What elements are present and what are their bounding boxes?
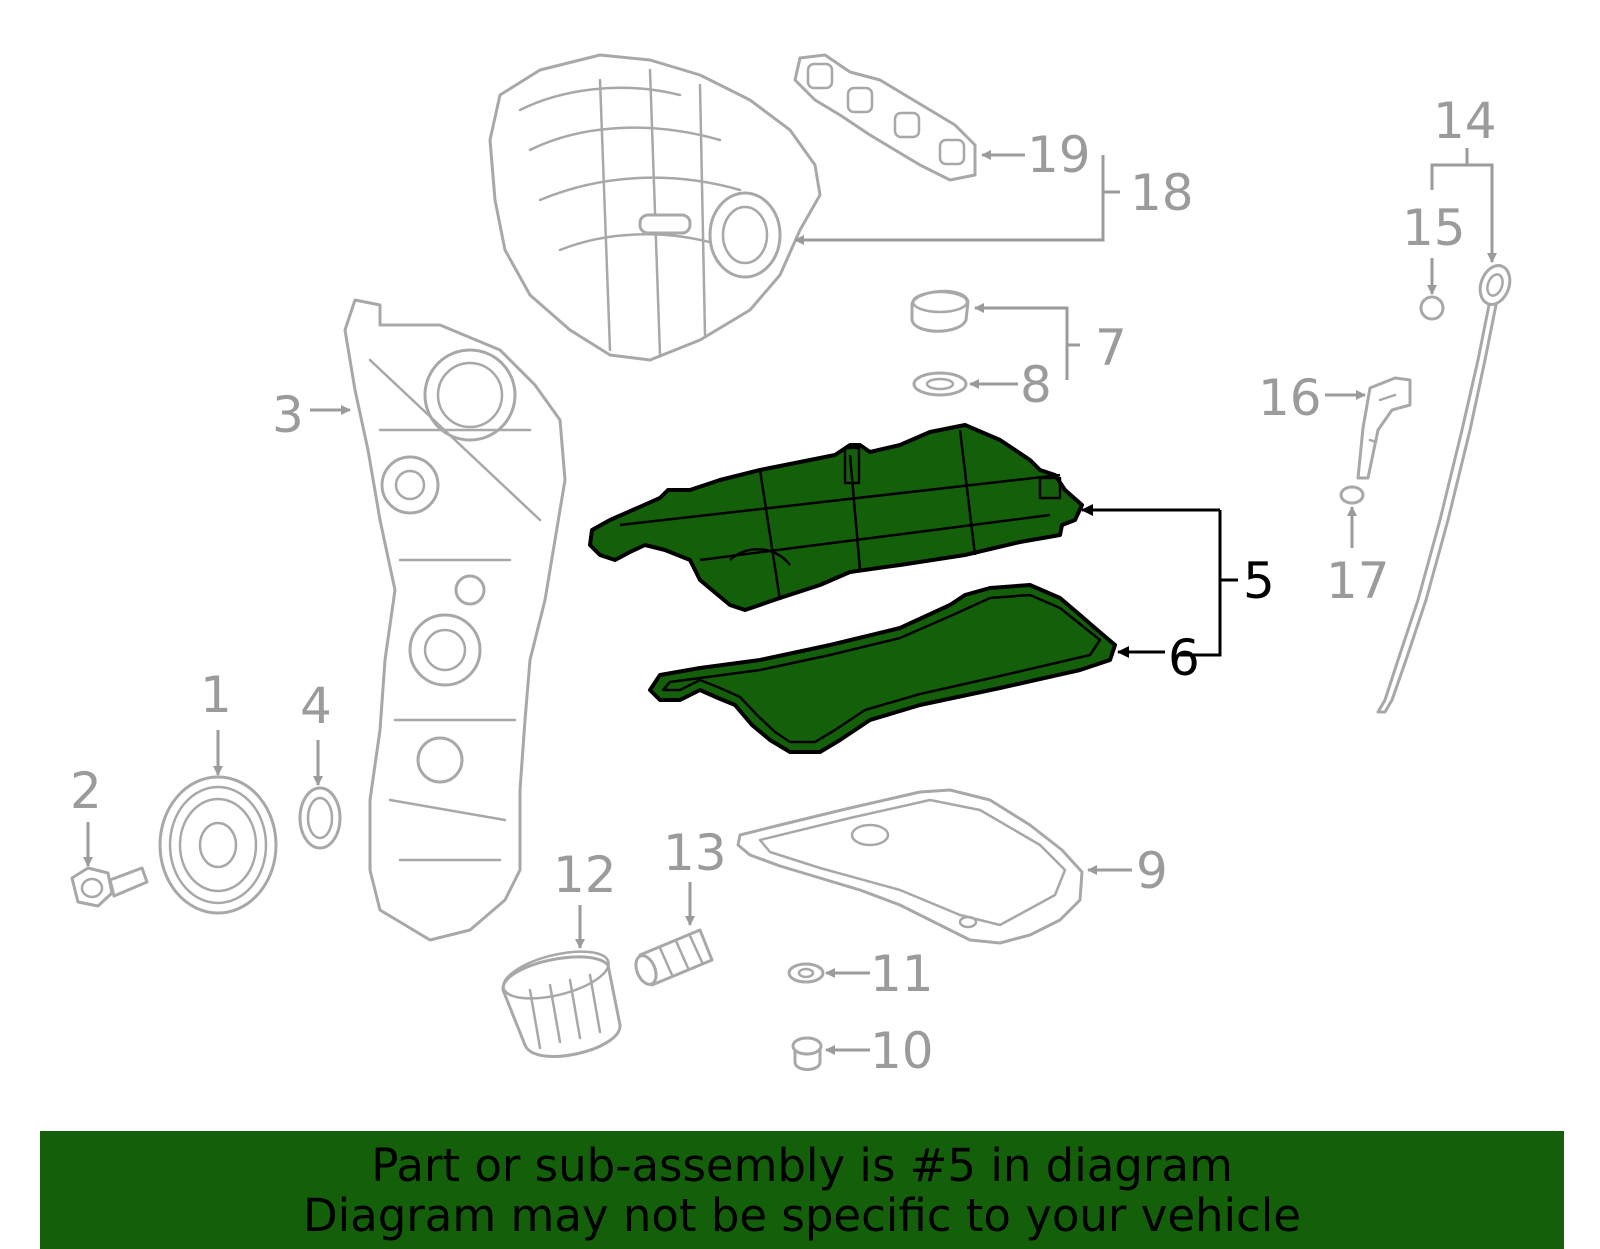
callout-4: 4 xyxy=(300,677,332,735)
callout-11: 11 xyxy=(870,945,934,1003)
oil-filler-cap-part-7 xyxy=(910,289,970,333)
drain-plug-part-10 xyxy=(791,1036,823,1071)
valve-cover-part-5 xyxy=(588,423,1084,612)
callout-12: 12 xyxy=(553,846,617,904)
oil-filter-part-12 xyxy=(501,950,622,1058)
callout-1: 1 xyxy=(200,666,232,724)
adapter-part-13 xyxy=(634,928,714,987)
callout-18: 18 xyxy=(1130,164,1194,222)
intake-gasket-part-19 xyxy=(793,53,977,182)
timing-cover-part-3 xyxy=(343,298,567,942)
callout-8: 8 xyxy=(1020,356,1052,414)
o-ring-part-17 xyxy=(1339,485,1365,505)
callout-17: 17 xyxy=(1326,552,1390,610)
o-ring-part-15 xyxy=(1419,295,1445,321)
callout-10: 10 xyxy=(870,1022,934,1080)
callout-19: 19 xyxy=(1027,126,1091,184)
drain-gasket-part-11 xyxy=(787,962,825,984)
callout-3: 3 xyxy=(272,386,304,444)
callout-labels: 1 2 3 4 5 6 7 8 9 10 11 12 13 14 15 16 1… xyxy=(70,92,1497,1080)
callout-15: 15 xyxy=(1402,199,1466,257)
oil-pan-part-9 xyxy=(736,788,1084,945)
callout-16: 16 xyxy=(1258,369,1322,427)
crank-pulley-part-1 xyxy=(158,775,278,915)
front-seal-part-4 xyxy=(298,786,342,850)
callout-14: 14 xyxy=(1433,92,1497,150)
intake-manifold-part-18 xyxy=(488,53,822,362)
dipstick-part-14 xyxy=(1376,264,1512,714)
callout-7: 7 xyxy=(1095,319,1127,377)
valve-cover-gasket-part-6 xyxy=(648,583,1117,754)
callout-13: 13 xyxy=(663,824,727,882)
callout-5: 5 xyxy=(1243,552,1275,610)
dipstick-guide-part-16 xyxy=(1356,376,1412,480)
banner-line-2: Diagram may not be specific to your vehi… xyxy=(303,1189,1301,1242)
banner-line-1: Part or sub-assembly is #5 in diagram xyxy=(371,1139,1233,1192)
callout-2: 2 xyxy=(70,762,102,820)
callout-6: 6 xyxy=(1168,629,1200,687)
parts-diagram: 1 2 3 4 5 6 7 8 9 10 11 12 13 14 15 16 1… xyxy=(70,53,1512,1080)
leader-lines xyxy=(83,148,1497,1055)
cap-gasket-part-8 xyxy=(912,371,968,397)
callout-9: 9 xyxy=(1136,842,1168,900)
disclaimer-banner: Part or sub-assembly is #5 in diagram Di… xyxy=(40,1131,1564,1249)
bolt-part-2 xyxy=(70,866,149,908)
